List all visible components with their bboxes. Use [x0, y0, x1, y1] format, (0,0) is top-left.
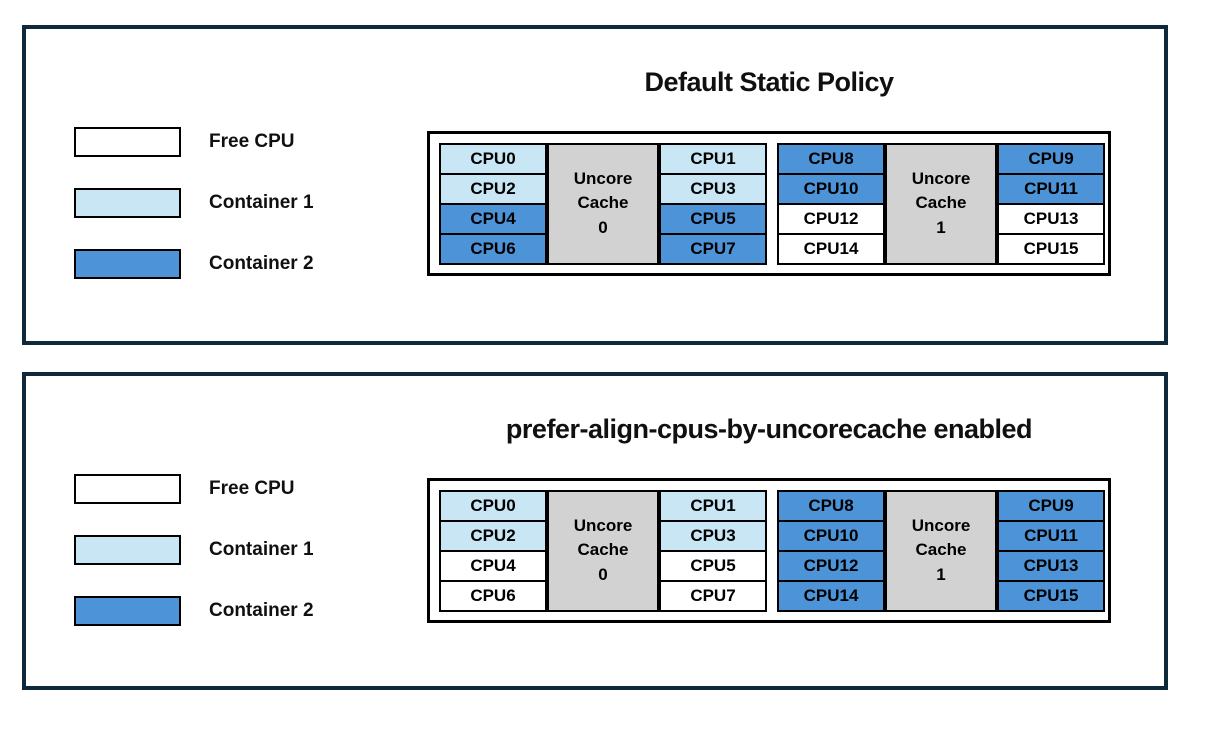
cpu-cell: CPU3: [659, 172, 767, 205]
cpu-cell: CPU8: [777, 489, 885, 522]
cpu-cell: CPU6: [439, 232, 547, 265]
legend-swatch-container1: [74, 188, 181, 218]
cpu-cell: CPU2: [439, 519, 547, 552]
legend-label: Container 1: [209, 539, 314, 560]
policy-panel-default-static: Default Static Policy Free CPU Container …: [22, 25, 1168, 345]
legend-label: Container 1: [209, 192, 314, 213]
panel-title: Default Static Policy: [644, 67, 894, 97]
legend-item: Container 1: [74, 188, 404, 218]
cache-label-line: Cache: [915, 540, 967, 560]
cpu-cell: CPU9: [997, 142, 1105, 175]
legend-swatch-free: [74, 127, 181, 157]
cpu-cell: CPU14: [777, 232, 885, 265]
cache-label-line: Uncore: [573, 168, 633, 188]
cache-label-line: Cache: [915, 193, 967, 213]
cache-label-line: Uncore: [911, 515, 971, 535]
cpu-cell: CPU4: [439, 549, 547, 582]
legend-item: Free CPU: [74, 474, 404, 504]
legend-label: Free CPU: [209, 478, 295, 499]
cache-label-line: 1: [936, 564, 946, 584]
cache-label-line: Cache: [577, 540, 629, 560]
cpu-cell: CPU13: [997, 202, 1105, 235]
cpu-cell: CPU10: [777, 172, 885, 205]
cache-label-line: 1: [936, 217, 946, 237]
cpu-cell: CPU1: [659, 142, 767, 175]
legend-item: Container 1: [74, 535, 404, 565]
cpu-cell: CPU2: [439, 172, 547, 205]
cpu-cell: CPU12: [777, 202, 885, 235]
cpu-cell: CPU11: [997, 519, 1105, 552]
cpu-cell: CPU11: [997, 172, 1105, 205]
cpu-cell: CPU0: [439, 142, 547, 175]
cpu-cell: CPU3: [659, 519, 767, 552]
legend-label: Container 2: [209, 253, 314, 274]
legend-swatch-container2: [74, 596, 181, 626]
legend-swatch-container1: [74, 535, 181, 565]
legend-item: Container 2: [74, 249, 404, 279]
legend-swatch-free: [74, 474, 181, 504]
cache-label-line: 0: [598, 217, 608, 237]
cpu-cell: CPU4: [439, 202, 547, 235]
cpu-cell: CPU8: [777, 142, 885, 175]
cpu-cell: CPU12: [777, 549, 885, 582]
cache-label-line: 0: [598, 564, 608, 584]
cache-label-line: Uncore: [573, 515, 633, 535]
cpu-cell: CPU5: [659, 549, 767, 582]
legend-item: Container 2: [74, 596, 404, 626]
cpu-cell: CPU7: [659, 579, 767, 612]
cpu-cell: CPU6: [439, 579, 547, 612]
cpu-cell: CPU15: [997, 579, 1105, 612]
cpu-cell: CPU14: [777, 579, 885, 612]
cpu-cell: CPU13: [997, 549, 1105, 582]
legend-item: Free CPU: [74, 127, 404, 157]
cpu-cell: CPU5: [659, 202, 767, 235]
legend: Free CPU Container 1 Container 2: [74, 474, 404, 657]
cache-label-line: Cache: [577, 193, 629, 213]
cache-label-line: Uncore: [911, 168, 971, 188]
legend: Free CPU Container 1 Container 2: [74, 127, 404, 310]
cpu-cell: CPU10: [777, 519, 885, 552]
cpu-cell: CPU15: [997, 232, 1105, 265]
cpu-cell: CPU9: [997, 489, 1105, 522]
panel-title: prefer-align-cpus-by-uncorecache enabled: [505, 414, 1033, 444]
cpu-cell: CPU0: [439, 489, 547, 522]
legend-swatch-container2: [74, 249, 181, 279]
legend-label: Free CPU: [209, 131, 295, 152]
cpu-cell: CPU1: [659, 489, 767, 522]
policy-panel-uncorecache-aligned: prefer-align-cpus-by-uncorecache enabled…: [22, 372, 1168, 690]
cpu-cell: CPU7: [659, 232, 767, 265]
legend-label: Container 2: [209, 600, 314, 621]
